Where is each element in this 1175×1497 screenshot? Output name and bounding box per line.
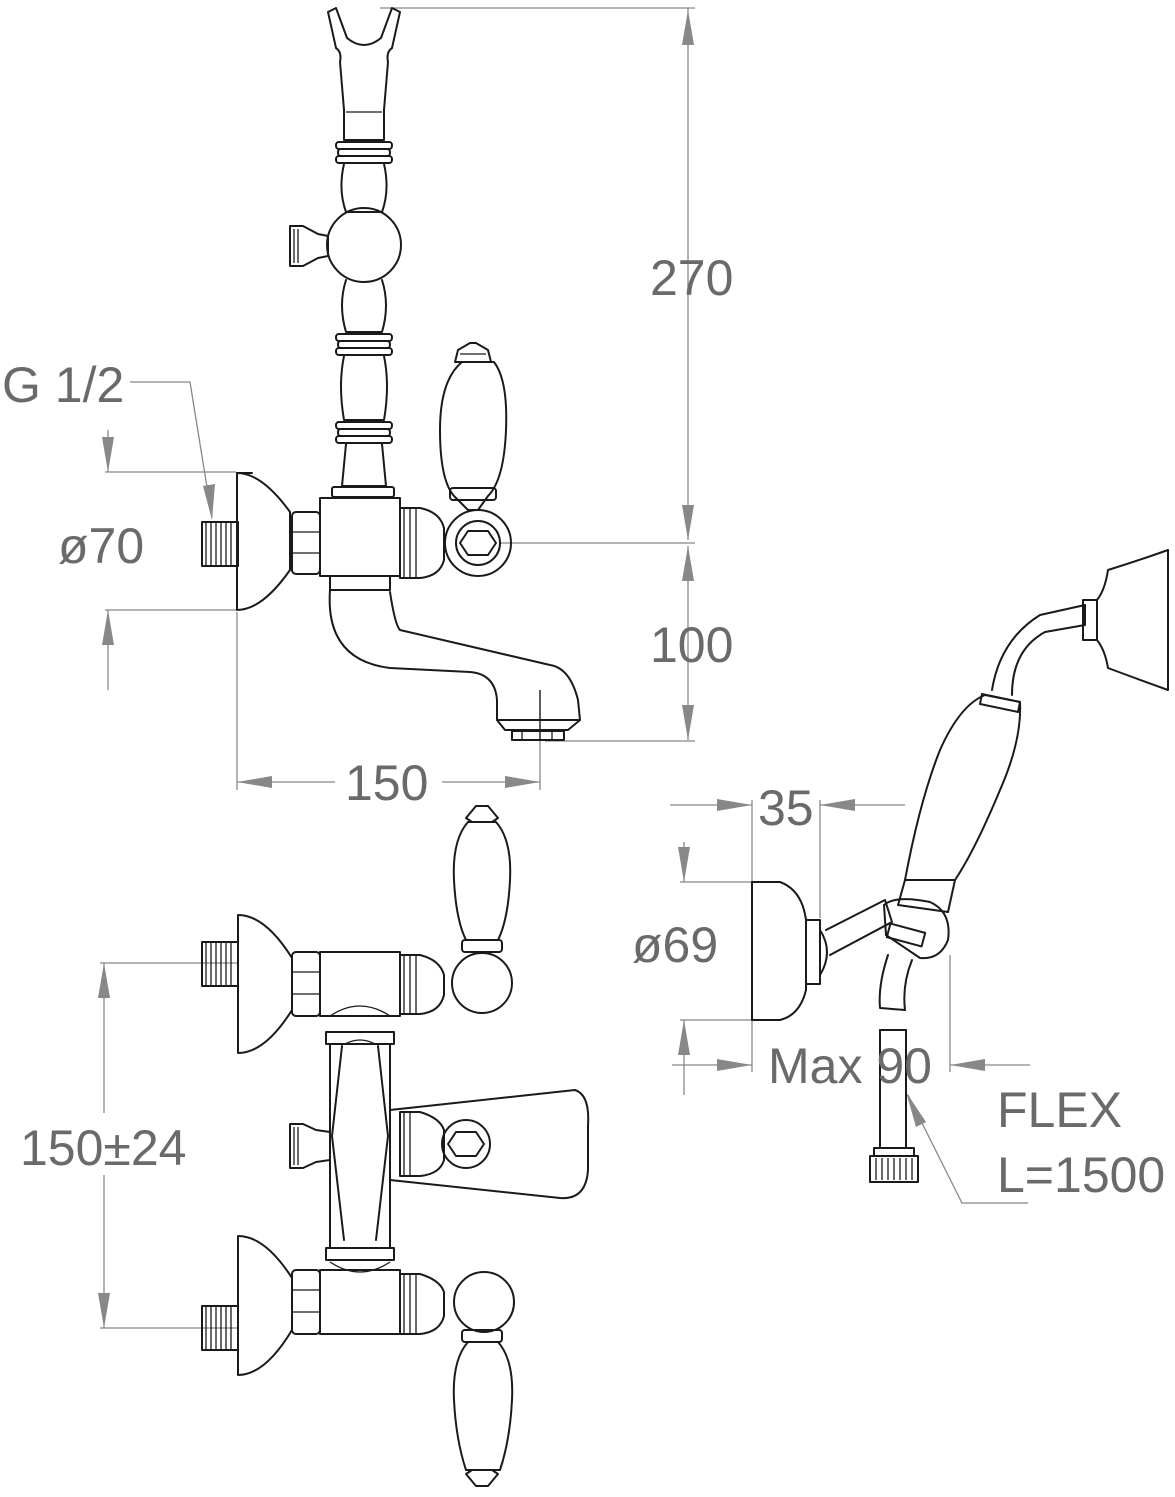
dimension-100-label: 100 [650,617,733,673]
flange-diameter-side-label: ø69 [632,917,718,973]
hose-type-label: FLEX [997,1082,1122,1138]
mixer-front-view [201,7,581,741]
thread-size-label: G 1/2 [2,357,124,413]
mixer-plan-view [201,805,590,1487]
dimension-35-label: 35 [758,780,814,836]
dimension-150-label: 150 [345,755,428,811]
dimension-270-label: 270 [650,250,733,306]
center-distance-label: 150±24 [20,1120,186,1176]
shower-side-view [751,549,1169,1183]
flange-diameter-label: ø70 [58,518,144,574]
hose-length-label: L=1500 [997,1147,1165,1203]
max-depth-label: Max 90 [768,1038,932,1094]
dimension-lines [98,7,1030,1329]
